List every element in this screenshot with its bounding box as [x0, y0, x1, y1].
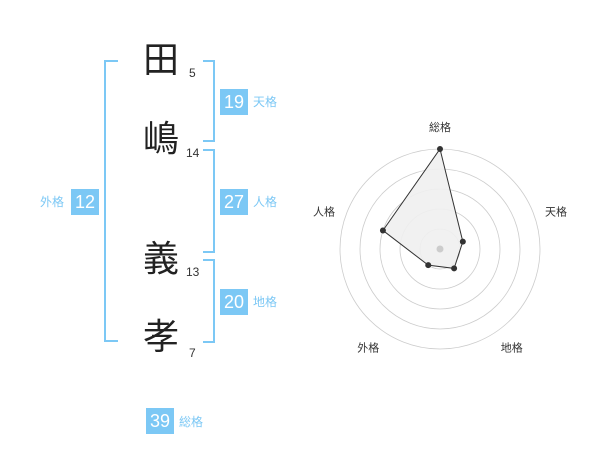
radar-axis-label-1: 天格	[545, 204, 567, 218]
jinkaku-label: 人格	[253, 195, 278, 209]
radar-area	[382, 147, 464, 269]
stroke-count-2: 14	[186, 146, 200, 160]
radar-axis-label-2: 地格	[501, 341, 523, 355]
radar-point-0	[437, 146, 443, 152]
radar-axis-label-0: 総格	[429, 120, 451, 134]
jinkaku-value: 27	[220, 189, 248, 215]
radar-point-2	[451, 265, 458, 272]
tenkaku-value: 19	[220, 89, 248, 115]
radar-center-dot	[436, 245, 444, 253]
chikaku-value: 20	[220, 289, 248, 315]
name-char-2: 嶋	[143, 119, 180, 160]
tenkaku-label: 天格	[253, 95, 278, 109]
stroke-count-4: 7	[189, 346, 196, 360]
stroke-count-1: 5	[189, 66, 196, 80]
gaikaku-label: 外格	[40, 195, 65, 209]
chikaku-bracket	[203, 259, 215, 343]
radar-point-1	[459, 238, 466, 245]
gaikaku-bracket	[104, 60, 118, 342]
radar-point-4	[379, 227, 386, 234]
radar-axis-label-3: 外格	[357, 341, 379, 355]
tenkaku-bracket	[203, 60, 215, 142]
stroke-count-3: 13	[186, 265, 200, 279]
name-char-3: 義	[143, 239, 180, 280]
name-char-1: 田	[143, 40, 180, 81]
name-char-4: 孝	[143, 317, 180, 358]
gaikaku-value: 12	[71, 189, 99, 215]
jinkaku-bracket	[203, 149, 215, 253]
soukaku-value: 39	[146, 408, 174, 434]
radar-axis-label-4: 人格	[313, 204, 335, 218]
radar-point-3	[425, 262, 432, 269]
radar-points	[379, 146, 466, 272]
chikaku-label: 地格	[253, 295, 278, 309]
soukaku-label: 総格	[179, 415, 204, 429]
